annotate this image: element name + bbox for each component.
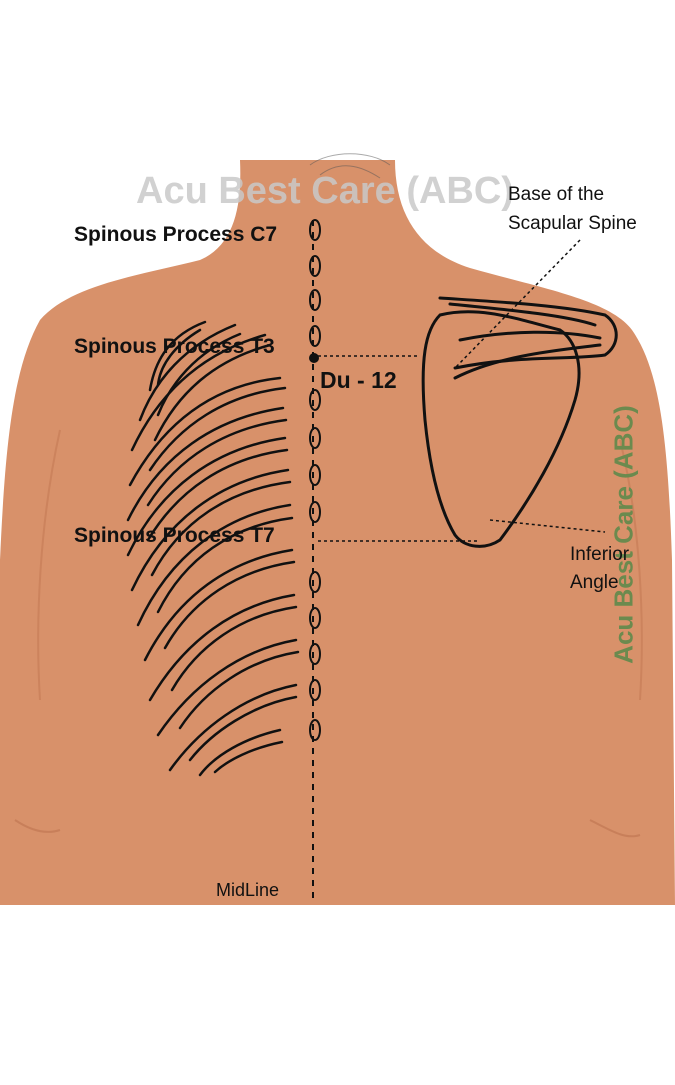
label-midline: MidLine bbox=[216, 880, 280, 900]
label-t3: Spinous Process T3 bbox=[74, 335, 275, 358]
du12-point bbox=[309, 353, 319, 363]
label-inferior-angle-line2: Angle bbox=[570, 572, 619, 593]
label-inferior-angle-line1: Inferior bbox=[570, 544, 630, 565]
label-t7: Spinous Process T7 bbox=[74, 524, 275, 547]
watermark-top: Acu Best Care (ABC) bbox=[136, 170, 514, 212]
scapula bbox=[421, 296, 618, 548]
vertebrae bbox=[309, 219, 321, 741]
rib-cage bbox=[126, 320, 300, 777]
label-scapular-spine-line2: Scapular Spine bbox=[508, 213, 637, 234]
watermark-side: Acu Best Care (ABC) bbox=[608, 405, 639, 664]
label-c7: Spinous Process C7 bbox=[74, 223, 278, 246]
label-du12: Du - 12 bbox=[320, 367, 397, 393]
leader-lines bbox=[318, 239, 606, 542]
label-scapular-spine-line1: Base of the bbox=[508, 184, 605, 205]
